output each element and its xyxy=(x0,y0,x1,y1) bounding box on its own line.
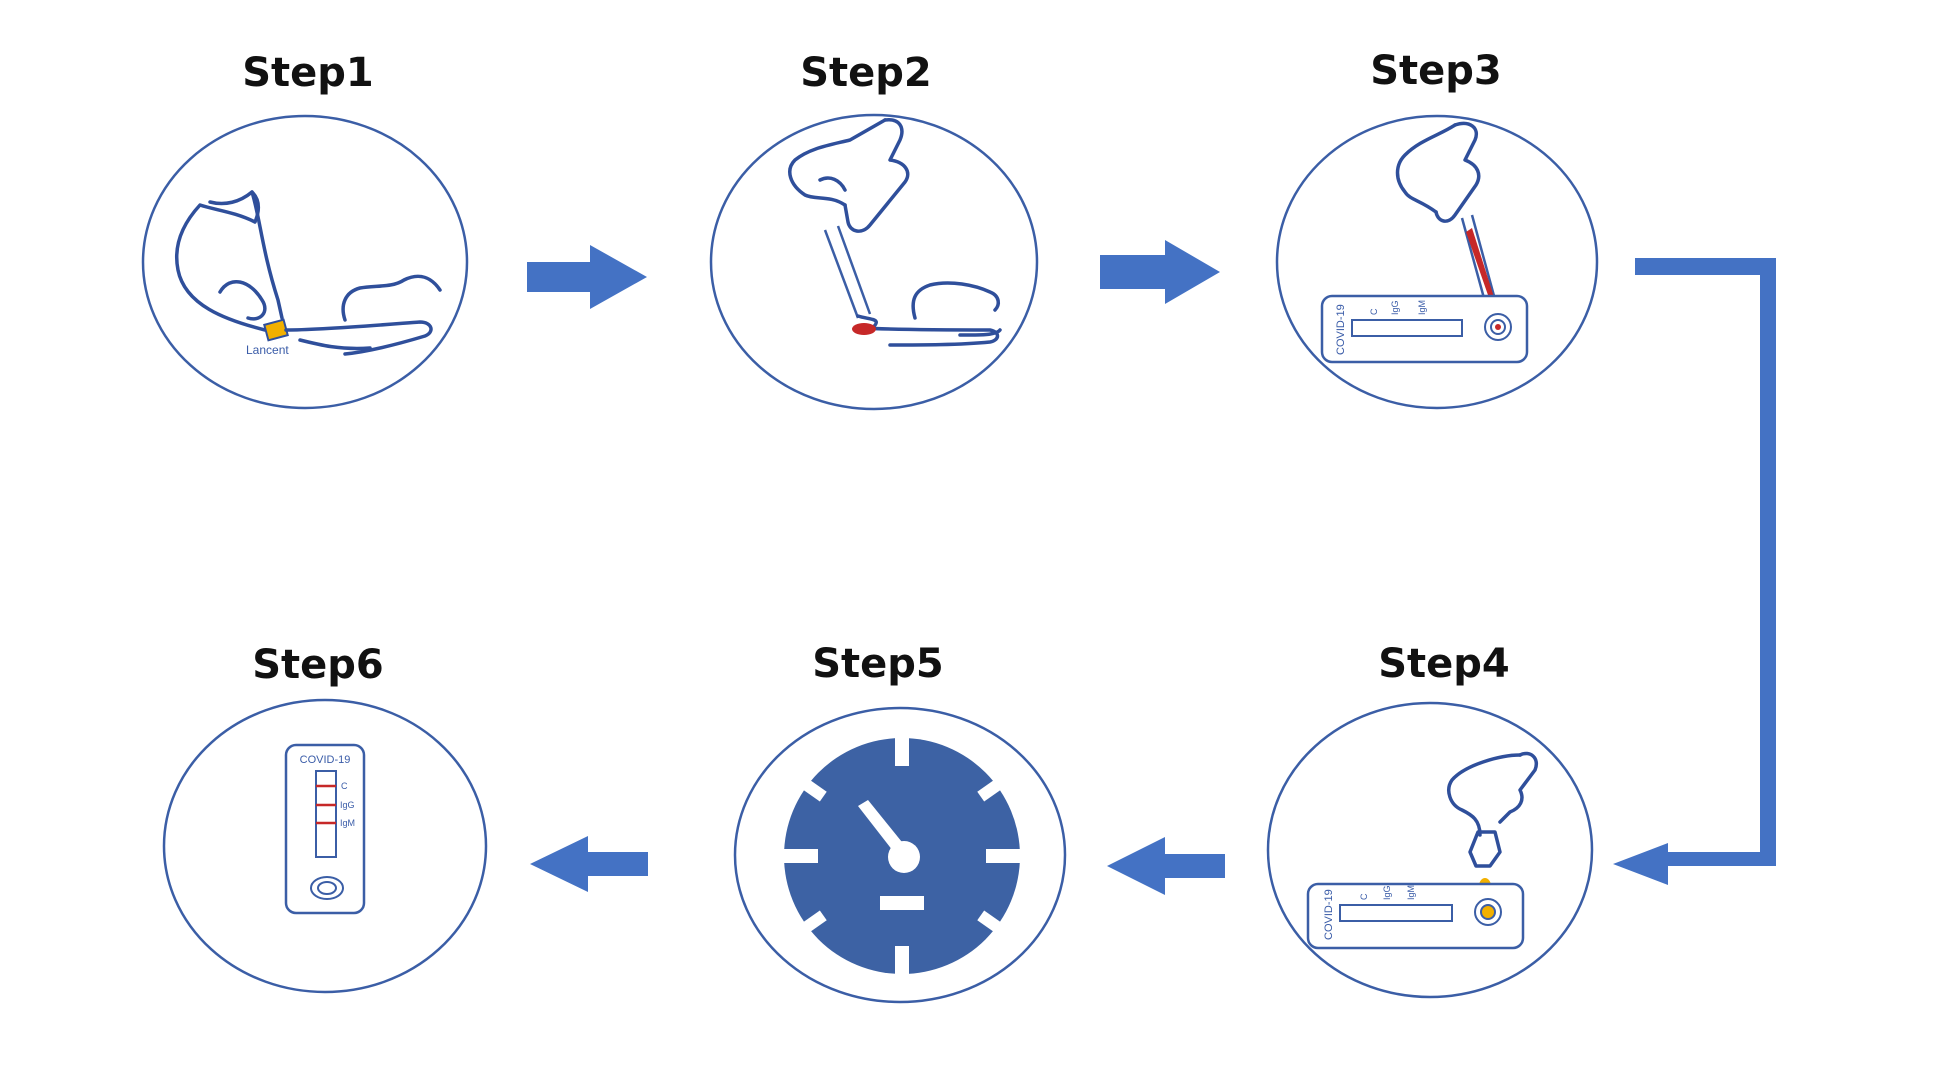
lancet-icon xyxy=(263,318,289,342)
step5-illustration xyxy=(733,706,1067,1004)
arrow-step5-to-step6 xyxy=(530,836,648,892)
step1-circle xyxy=(141,114,469,410)
step4-test-cassette: COVID-19 C IgG IgM xyxy=(1306,882,1525,950)
step3-cassette-name: COVID-19 xyxy=(1335,304,1347,355)
step3-title: Step3 xyxy=(1370,48,1502,94)
step3-mark-igg: IgG xyxy=(1390,300,1400,315)
step4-mark-c: C xyxy=(1359,893,1369,900)
arrow-step4-to-step5 xyxy=(1107,837,1225,895)
step2-illustration xyxy=(709,113,1039,411)
stopwatch-icon xyxy=(784,732,1020,980)
arrow-step2-to-step3 xyxy=(1100,240,1220,304)
buffer-bottle-icon xyxy=(1468,830,1502,868)
step1-illustration: Lancent xyxy=(141,114,469,410)
step6-title: Step6 xyxy=(252,642,384,688)
arrow-step1-to-step2 xyxy=(527,245,647,309)
step4-circle xyxy=(1266,701,1594,999)
step2-title: Step2 xyxy=(800,50,932,96)
step1-title: Step1 xyxy=(242,50,374,96)
dropper-icon xyxy=(823,225,872,319)
lancet-hand-icon xyxy=(175,190,442,356)
step6-mark-igm: IgM xyxy=(340,818,355,828)
blood-drop-icon xyxy=(852,323,876,335)
step6-mark-igg: IgG xyxy=(340,800,355,810)
dropper-hand-icon xyxy=(788,118,1002,347)
step4-cassette-name: COVID-19 xyxy=(1323,889,1335,940)
step3-circle xyxy=(1275,114,1599,410)
step1-lancet-label: Lancent xyxy=(246,343,289,357)
arrow-step3-to-step4 xyxy=(1613,258,1776,885)
step4-mark-igg: IgG xyxy=(1382,885,1392,900)
step3-mark-igm: IgM xyxy=(1417,300,1427,315)
step5-title: Step5 xyxy=(812,641,944,687)
step3-mark-c: C xyxy=(1369,308,1379,315)
step2-circle xyxy=(709,113,1039,411)
step6-mark-c: C xyxy=(341,781,348,791)
step4-illustration: COVID-19 C IgG IgM xyxy=(1266,701,1594,999)
step3-illustration: COVID-19 C IgG IgM xyxy=(1275,114,1599,410)
step6-cassette-name: COVID-19 xyxy=(300,754,351,766)
step6-test-cassette: COVID-19 C IgG IgM xyxy=(284,743,366,915)
step6-illustration: COVID-19 C IgG IgM xyxy=(162,698,488,994)
step4-title: Step4 xyxy=(1378,641,1510,687)
step3-test-cassette: COVID-19 C IgG IgM xyxy=(1320,294,1529,364)
step4-mark-igm: IgM xyxy=(1406,885,1416,900)
